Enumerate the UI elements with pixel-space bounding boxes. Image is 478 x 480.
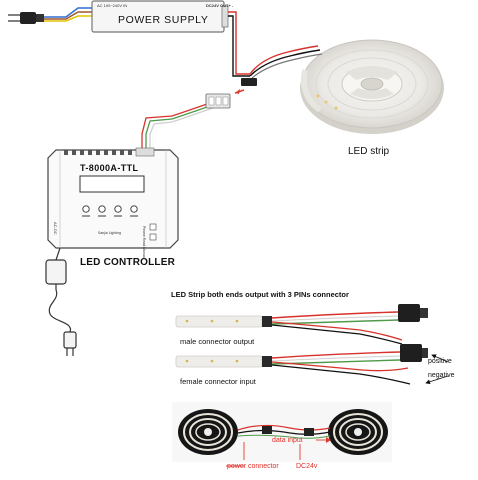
female-connector-label: female connector input xyxy=(180,377,256,386)
strip-connector xyxy=(234,78,257,94)
ac-plug-top xyxy=(8,12,44,24)
controller-side-text: AC-DC xyxy=(53,222,58,235)
adapter-cable xyxy=(48,289,72,333)
female-connector-plug xyxy=(400,344,428,362)
male-connector-strip xyxy=(175,315,272,328)
led-controller-caption: LED CONTROLLER xyxy=(80,257,176,268)
controller-note-text: Please Read Manual xyxy=(142,226,146,259)
male-connector-label: male connector output xyxy=(180,337,255,346)
dc-output-wires xyxy=(228,11,250,77)
ac-input-wires xyxy=(44,7,92,22)
male-connector-wires xyxy=(271,311,403,345)
controller-model-label: T-8000A-TTL xyxy=(80,163,139,173)
data-input-label: data input xyxy=(272,437,303,444)
power-supply-input-spec: AC 100~240V IN xyxy=(97,3,128,8)
controller-buttons xyxy=(82,205,138,217)
polarity-arrows xyxy=(425,354,449,385)
ac-plug-bottom xyxy=(63,331,77,356)
led-controller-box xyxy=(47,149,179,249)
led-strip-label: LED strip xyxy=(348,146,390,157)
controller-brand-text: Sanjia Lighting xyxy=(98,231,121,235)
male-connector-plug xyxy=(398,304,428,322)
controller-top-terminals xyxy=(64,147,155,157)
strip-lead-wires xyxy=(249,45,323,79)
bottom-annotation-arrows xyxy=(226,437,331,467)
female-connector-strip xyxy=(175,355,272,368)
power-adapter xyxy=(45,247,67,290)
power-supply xyxy=(91,0,229,33)
dc24v-label: DC24v xyxy=(296,463,318,470)
bottom-reel-left xyxy=(178,409,238,455)
power-supply-output-spec: DC24V OUT+ - xyxy=(206,3,234,8)
negative-label: negative xyxy=(428,372,455,379)
controller-side-ports xyxy=(149,223,157,241)
controller-lcd xyxy=(79,175,145,193)
power-connector-label: power connector xyxy=(227,463,279,470)
connector-section-title: LED Strip both ends output with 3 PINs c… xyxy=(171,290,349,299)
positive-label: positive xyxy=(428,358,452,365)
led-strip-reel xyxy=(300,39,444,134)
mid-terminal-block xyxy=(205,93,231,109)
bottom-reel-right xyxy=(328,409,388,455)
power-supply-title: POWER SUPPLY xyxy=(118,14,209,26)
bottom-link-wires xyxy=(237,424,331,439)
female-connector-wires xyxy=(271,351,411,385)
